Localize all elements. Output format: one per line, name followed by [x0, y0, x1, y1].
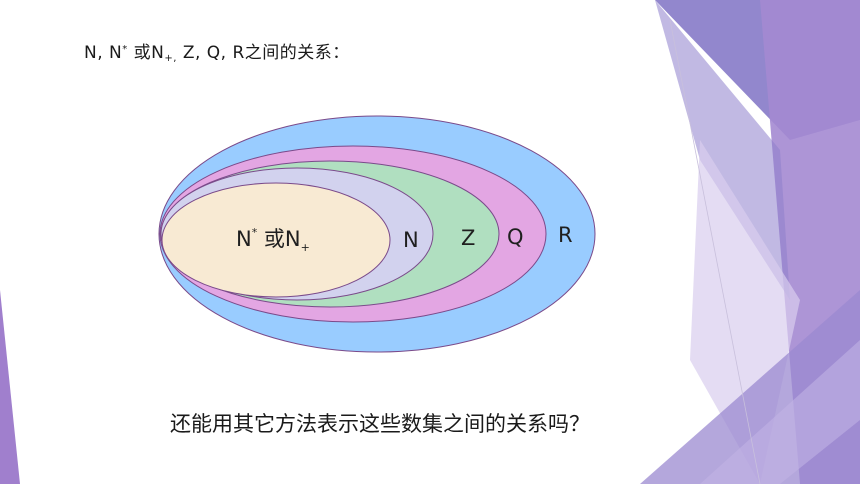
- deco-lower-light: [700, 340, 860, 484]
- deco-left-sliver: [0, 290, 20, 484]
- title-part-or: 或N: [127, 43, 165, 63]
- deco-mid-shard: [655, 0, 790, 300]
- title-star: *: [122, 44, 128, 55]
- set-nstar-region: [161, 182, 391, 298]
- label-nstar: N* 或N+: [236, 226, 310, 254]
- label-q: Q: [507, 225, 524, 249]
- deco-line: [669, 19, 761, 484]
- question-text: 还能用其它方法表示这些数集之间的关系吗？: [170, 412, 590, 436]
- title-plus: +,: [164, 53, 177, 64]
- title-part-n: N, N: [84, 43, 123, 63]
- label-z: Z: [461, 226, 475, 250]
- title-part-rest: Z, Q, R之间的关系：: [176, 43, 350, 63]
- slide-title: N, N* 或N+, Z, Q, R之间的关系：: [84, 38, 350, 64]
- label-r: R: [558, 223, 573, 247]
- label-n: N: [403, 228, 419, 252]
